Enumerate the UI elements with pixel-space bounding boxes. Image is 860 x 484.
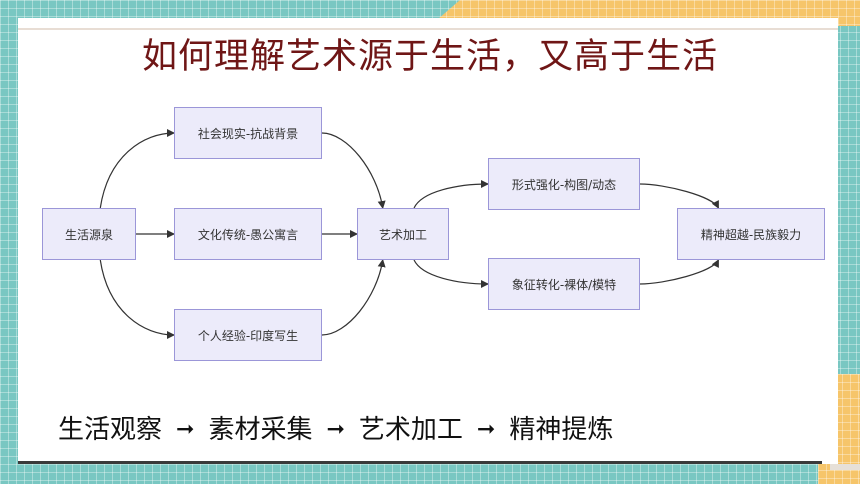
flow-step-refine: 精神提炼 [509,415,614,445]
node-symbolic-transformation: 象征转化-裸体/模特 [488,258,640,310]
flow-step-observe: 生活观察 [58,415,163,445]
node-life-source: 生活源泉 [42,208,136,260]
flow-step-process: 艺术加工 [358,415,463,445]
edge-personal-to-art [321,259,386,336]
flow-step-collect: 素材采集 [208,415,313,445]
bottom-tab [830,464,860,470]
page-title: 如何理解艺术源于生活，又高于生活 [141,37,718,77]
edge-source-to-personal [99,259,175,339]
flow-arrow-icon: ➞ [476,417,496,442]
edge-symbol-to-spirit [639,259,719,285]
flow-arrow-icon: ➞ [176,417,195,442]
process-flow: 生活观察 ➞ 素材采集 ➞ 艺术加工 ➞ 精神提炼 [58,412,613,448]
node-spiritual-transcendence: 精神超越-民族毅力 [677,208,825,260]
edge-form-to-spirit [639,183,719,209]
edge-art-to-form [413,180,489,209]
node-form-strengthening: 形式强化-构图/动态 [488,158,640,210]
flow-arrow-icon: ➞ [326,417,345,442]
node-personal-experience: 个人经验-印度写生 [174,309,322,361]
edge-art-to-symbol [413,259,489,288]
node-social-reality: 社会现实-抗战背景 [174,107,322,159]
edge-social-to-art [321,132,386,209]
node-art-processing: 艺术加工 [357,208,449,260]
bottom-rule [18,461,822,464]
top-stripe [18,28,838,30]
edge-source-to-social [99,129,175,209]
node-cultural-tradition: 文化传统-愚公寓言 [174,208,322,260]
